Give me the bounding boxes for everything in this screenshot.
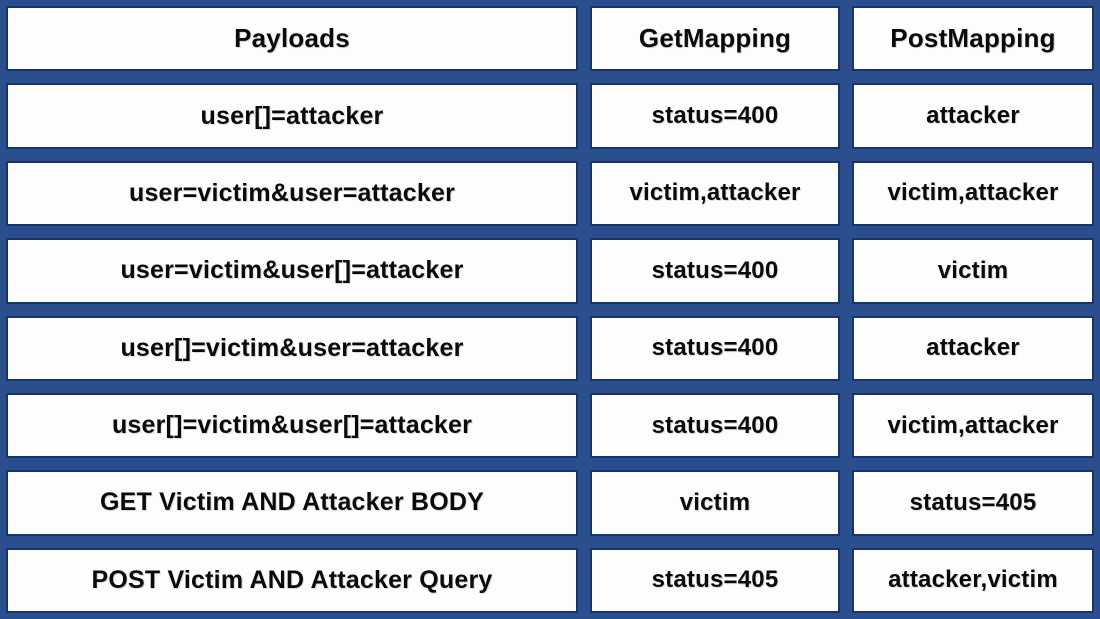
column-header-payloads: Payloads <box>6 6 578 72</box>
getmapping-cell: status=405 <box>590 547 840 613</box>
postmapping-cell: victim <box>852 238 1094 304</box>
payload-cell: user[]=attacker <box>6 83 578 149</box>
getmapping-cell: victim,attacker <box>590 160 840 227</box>
postmapping-cell: attacker,victim <box>852 547 1094 613</box>
payload-cell: GET Victim AND Attacker BODY <box>6 470 578 536</box>
payload-cell: user[]=victim&user=attacker <box>6 315 578 381</box>
getmapping-cell: status=400 <box>590 83 840 149</box>
payload-cell: POST Victim AND Attacker Query <box>6 547 578 613</box>
column-header-getmapping: GetMapping <box>590 6 840 72</box>
getmapping-cell: status=400 <box>590 238 840 304</box>
getmapping-cell: victim <box>590 470 840 536</box>
payload-cell: user=victim&user=attacker <box>6 160 578 227</box>
postmapping-cell: attacker <box>852 83 1094 149</box>
postmapping-cell: victim,attacker <box>852 392 1094 459</box>
postmapping-cell: attacker <box>852 315 1094 381</box>
getmapping-cell: status=400 <box>590 392 840 459</box>
payload-cell: user[]=victim&user[]=attacker <box>6 392 578 459</box>
column-header-postmapping: PostMapping <box>852 6 1094 72</box>
postmapping-cell: victim,attacker <box>852 160 1094 227</box>
postmapping-cell: status=405 <box>852 470 1094 536</box>
getmapping-cell: status=400 <box>590 315 840 381</box>
payload-cell: user=victim&user[]=attacker <box>6 238 578 304</box>
